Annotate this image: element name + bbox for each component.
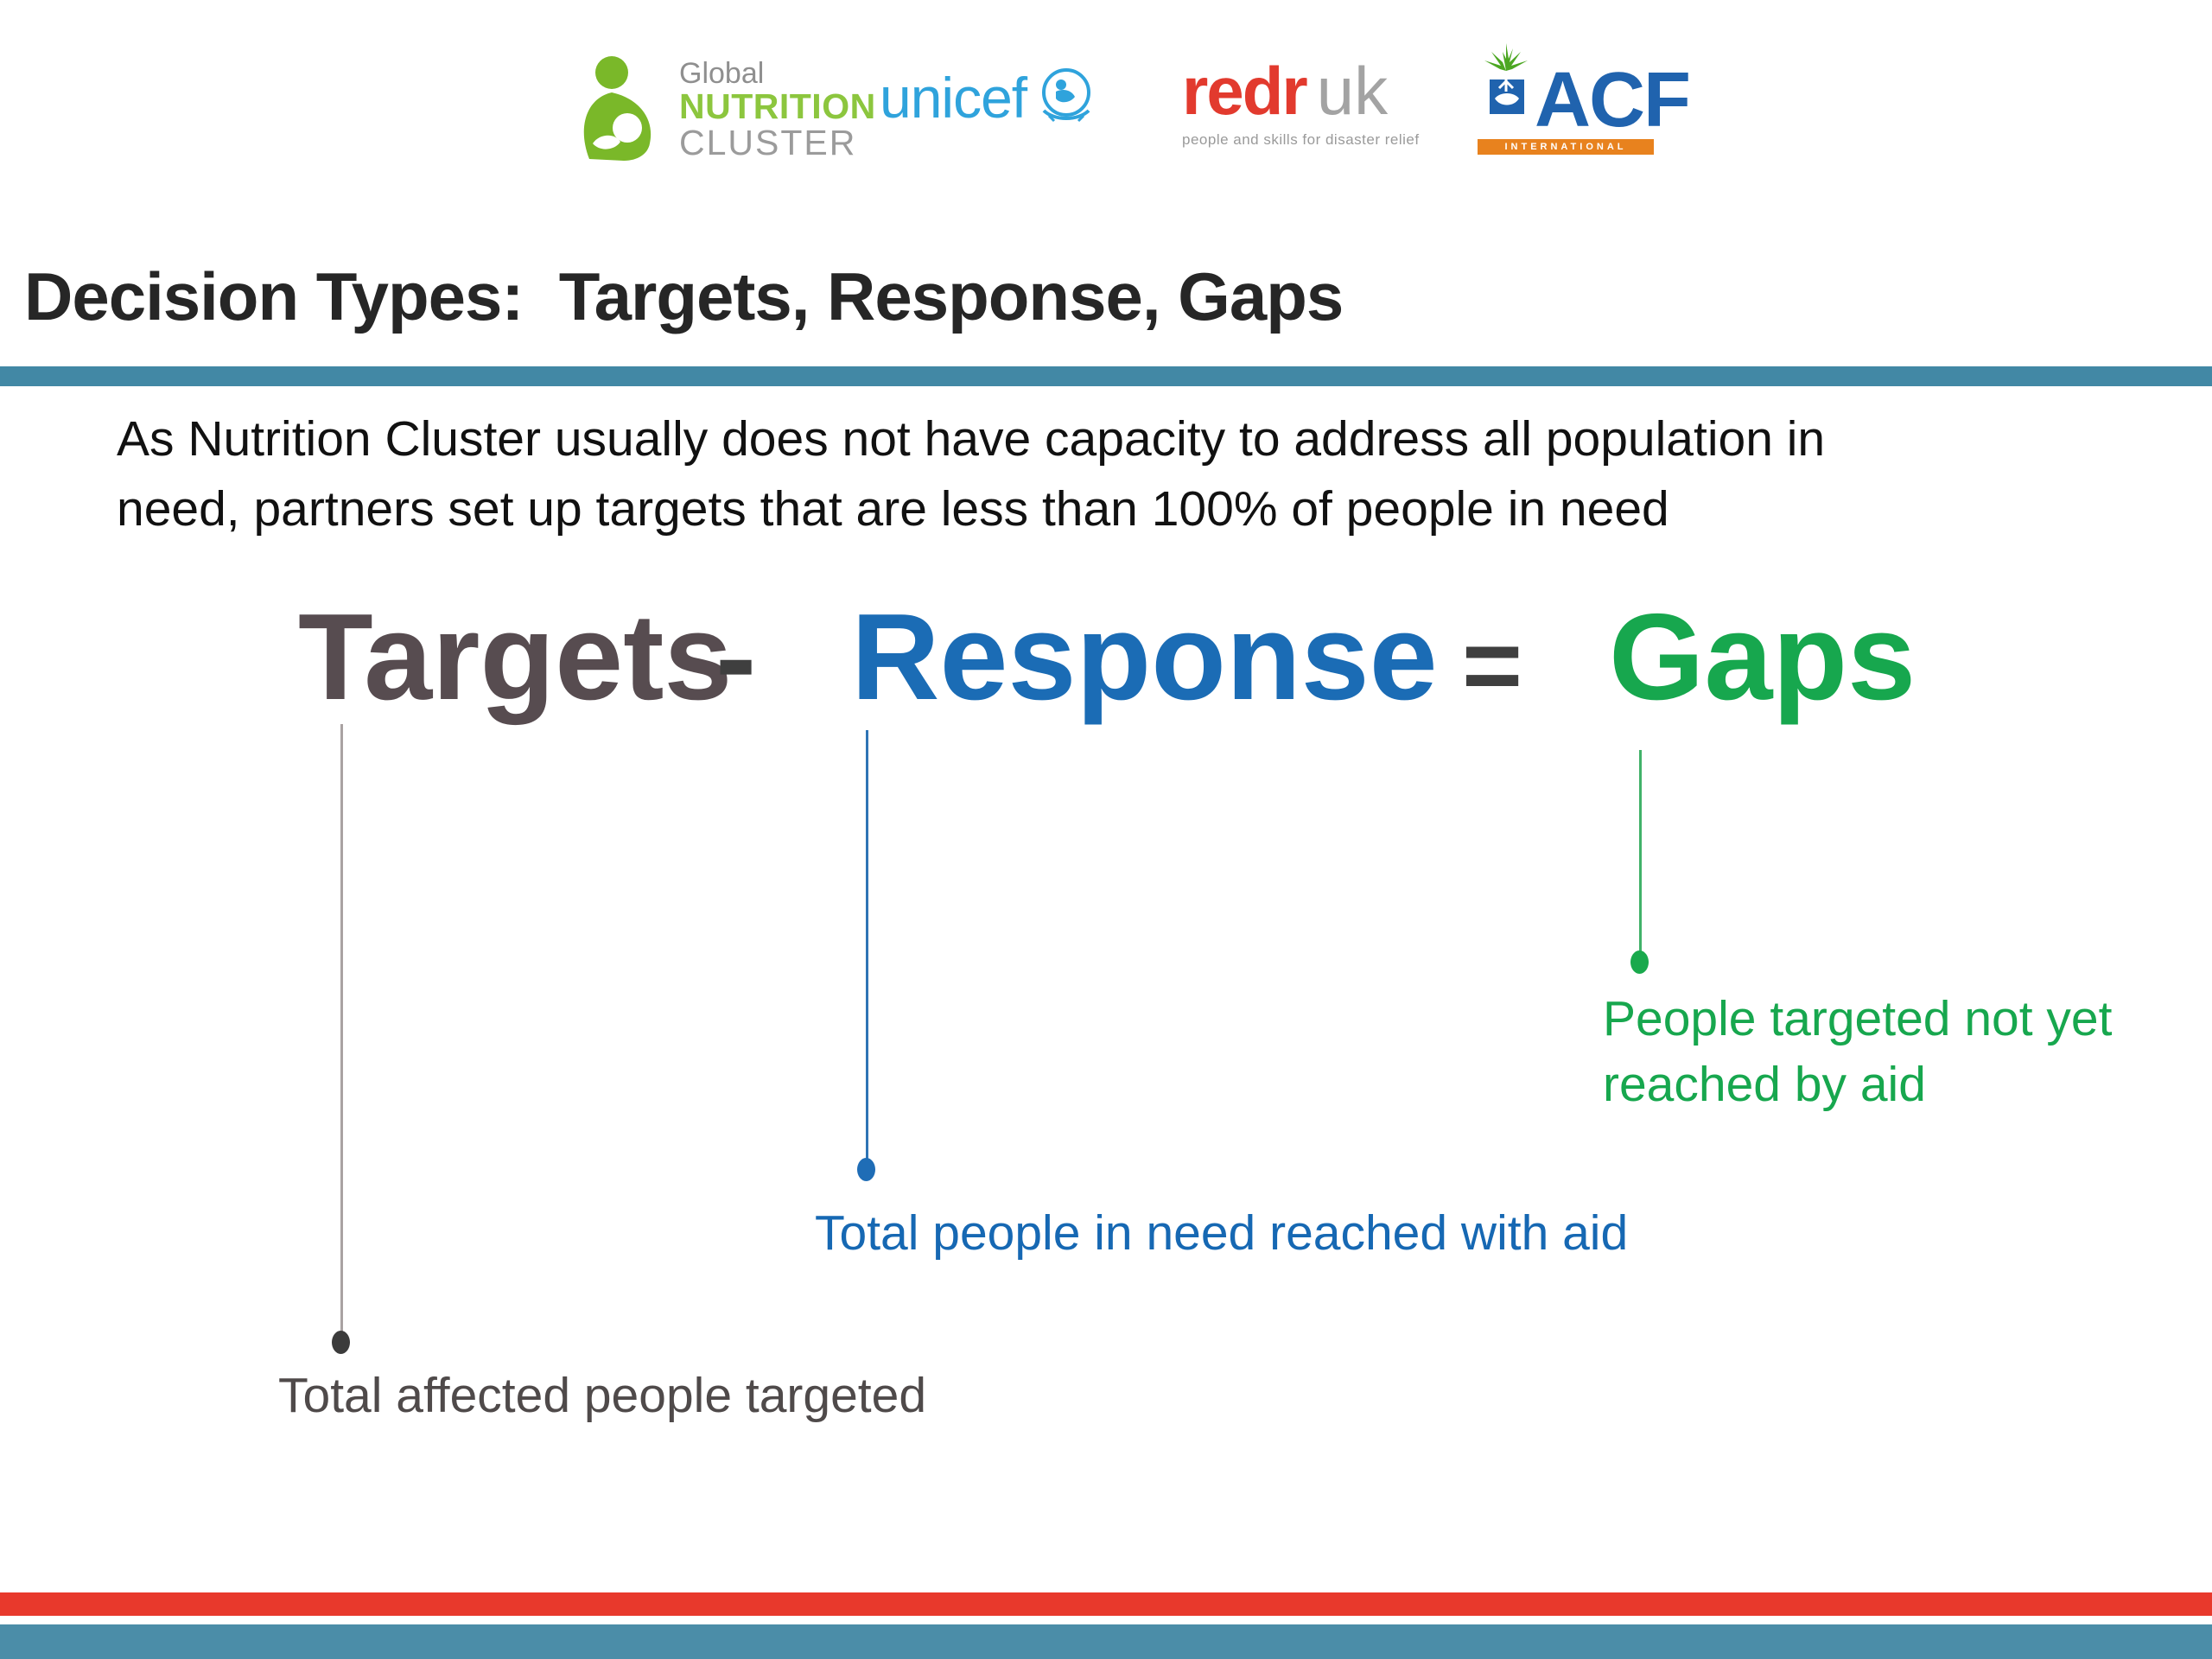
equation-minus-sign: - (715, 588, 757, 726)
equation-equals-sign: = (1462, 607, 1523, 723)
gnc-wordmark: Global NUTRITION CLUSTER (679, 59, 876, 161)
logo-strip: Global NUTRITION CLUSTER unicef redr uk (0, 0, 2212, 190)
targets-annotation-label: Total affected people targeted (278, 1368, 927, 1423)
gaps-leader-dot (1630, 950, 1649, 974)
redr-word-uk: uk (1316, 53, 1389, 129)
gnc-word-nutrition: NUTRITION (679, 86, 876, 127)
response-leader-line (866, 730, 868, 1164)
gnc-word-cluster: CLUSTER (679, 122, 857, 162)
targets-leader-line (340, 724, 343, 1338)
global-nutrition-cluster-logo: Global NUTRITION CLUSTER (577, 54, 876, 167)
response-annotation-label: Total people in need reached with aid (815, 1205, 1629, 1261)
acf-logo-top: ACF (1478, 41, 1691, 139)
acf-wordmark: ACF (1535, 57, 1691, 143)
equation-targets: Targets (298, 588, 733, 726)
redr-wordmark: redr uk (1182, 57, 1420, 124)
intro-paragraph: As Nutrition Cluster usually does not ha… (117, 411, 1826, 537)
targets-leader-dot (332, 1331, 350, 1354)
unicef-wordmark: unicef (880, 65, 1027, 130)
footer-blue-bar (0, 1624, 2212, 1659)
acf-banner-text: INTERNATIONAL (1504, 142, 1627, 152)
unicef-logo: unicef (880, 64, 1097, 130)
equation-response: Response (851, 588, 1438, 726)
acf-international-banner: INTERNATIONAL (1478, 139, 1654, 155)
acf-plant-icon (1478, 41, 1535, 136)
redr-word-redr: redr (1182, 53, 1308, 129)
response-leader-dot (857, 1158, 875, 1181)
redr-tagline: people and skills for disaster relief (1182, 131, 1420, 148)
gaps-annotation-label: People targeted not yet reached by aid (1603, 991, 2113, 1112)
gnc-word-global: Global (679, 57, 765, 91)
equation-gaps: Gaps (1609, 588, 1916, 726)
footer-red-bar (0, 1592, 2212, 1616)
page-title: Decision Types: Targets, Response, Gaps (24, 258, 1344, 334)
unicef-emblem-icon (1035, 64, 1097, 130)
redr-uk-logo: redr uk people and skills for disaster r… (1182, 57, 1420, 149)
gnc-mother-child-icon (577, 54, 667, 167)
acf-international-logo: ACF INTERNATIONAL (1478, 41, 1691, 155)
gaps-leader-line (1639, 750, 1642, 956)
title-divider-bar (0, 366, 2212, 386)
